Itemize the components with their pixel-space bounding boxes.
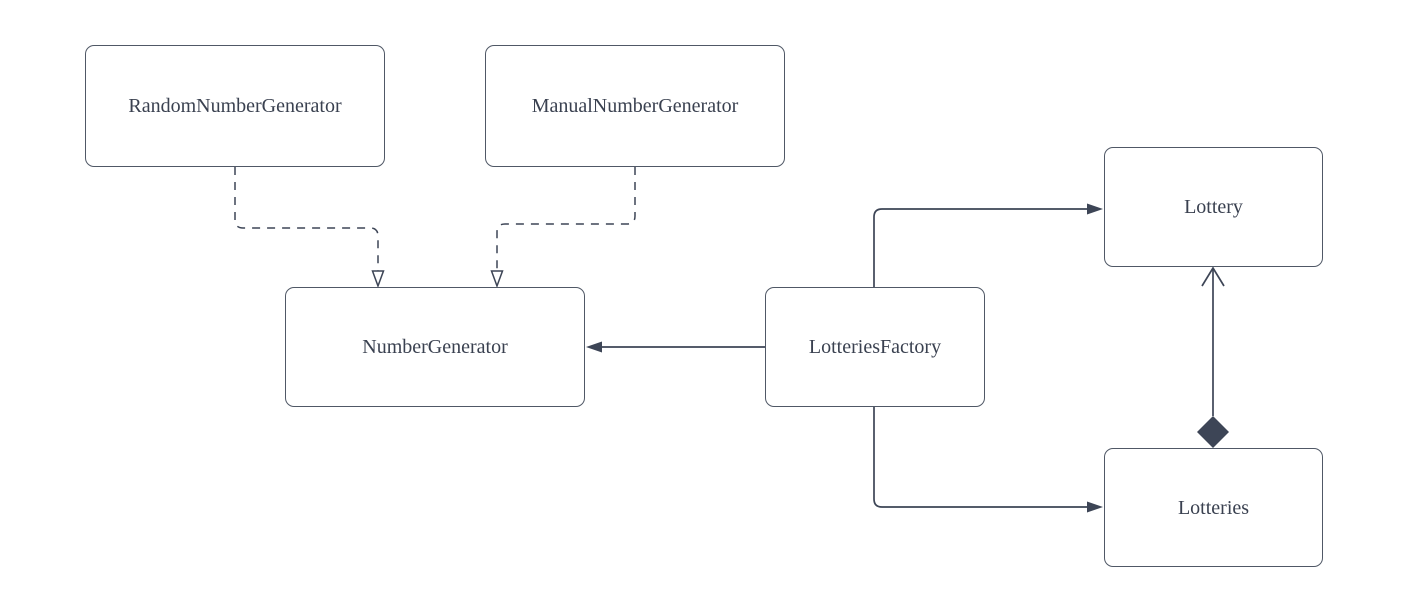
filled-triangle-arrowhead xyxy=(1087,203,1103,215)
filled-triangle-arrowhead xyxy=(586,341,602,353)
edge-random-to-numbergenerator[interactable] xyxy=(234,167,385,289)
edge-factory-to-numbergenerator[interactable] xyxy=(586,341,765,353)
edge-factory-to-lottery[interactable] xyxy=(873,203,1103,288)
node-label: ManualNumberGenerator xyxy=(531,95,739,117)
node-label: RandomNumberGenerator xyxy=(128,95,342,117)
edge-manual-to-numbergenerator[interactable] xyxy=(490,167,636,289)
edge-factory-to-lotteries[interactable] xyxy=(873,407,1103,513)
node-lotteries-factory[interactable]: LotteriesFactory xyxy=(765,287,985,407)
node-lotteries[interactable]: Lotteries xyxy=(1104,448,1323,567)
node-manual-number-generator[interactable]: ManualNumberGenerator xyxy=(485,45,785,167)
hollow-triangle-arrowhead xyxy=(371,270,385,289)
node-random-number-generator[interactable]: RandomNumberGenerator xyxy=(85,45,385,167)
node-label: Lotteries xyxy=(1177,496,1250,519)
edge-lotteries-to-lottery[interactable] xyxy=(1197,266,1229,448)
filled-triangle-arrowhead xyxy=(1087,501,1103,513)
node-label: NumberGenerator xyxy=(362,336,508,358)
hollow-triangle-arrowhead xyxy=(490,270,504,289)
node-label: Lottery xyxy=(1184,196,1243,218)
composition-diamond xyxy=(1197,416,1229,448)
node-number-generator[interactable]: NumberGenerator xyxy=(285,287,585,407)
open-arrowhead xyxy=(1201,266,1225,287)
node-lottery[interactable]: Lottery xyxy=(1104,147,1323,267)
node-label: LotteriesFactory xyxy=(808,336,942,358)
